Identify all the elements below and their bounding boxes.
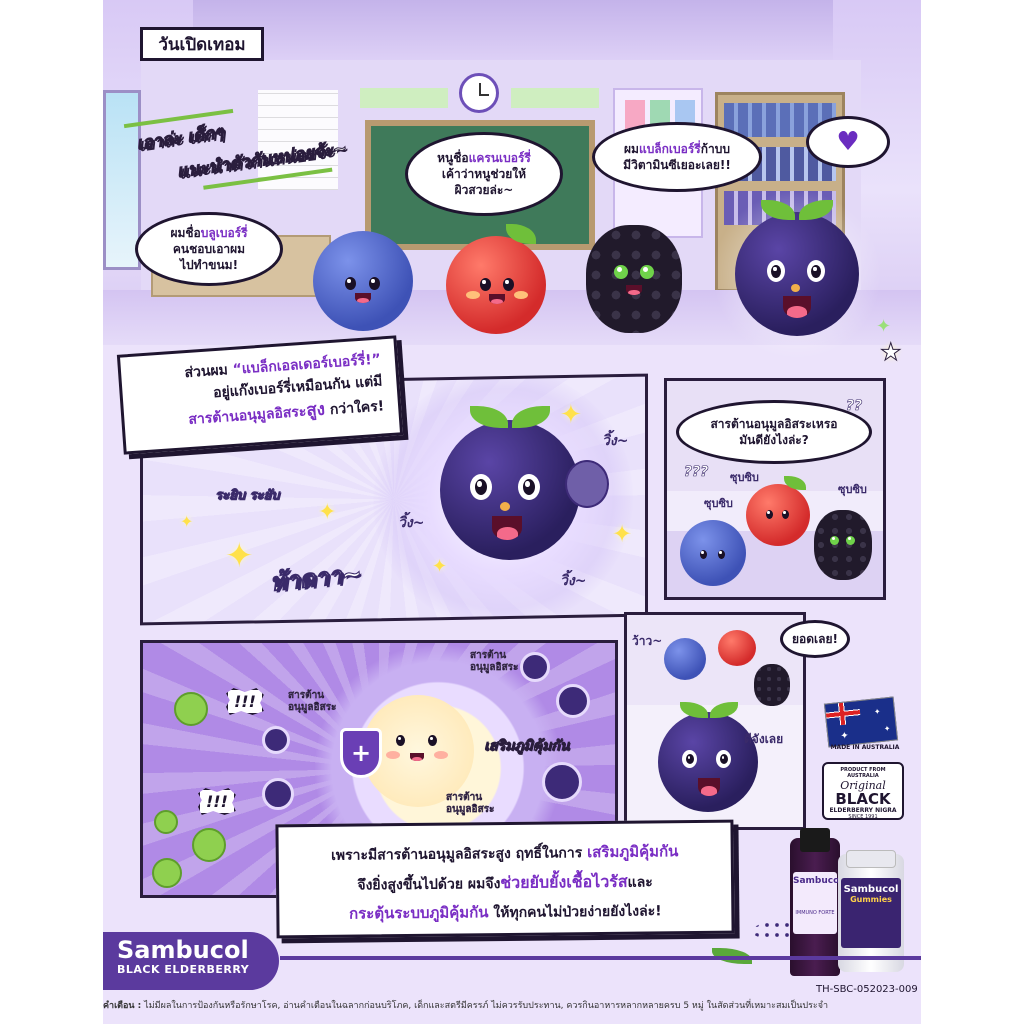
- label-antioxidant-3: สารต้าน อนุมูลอิสระ: [446, 792, 495, 815]
- syrup-bottle: Sambucol IMMUNO FORTE: [790, 828, 843, 976]
- blueberry-character: [313, 231, 413, 331]
- warning-footer: คำเตือน : ไม่มีผลในการป้องกันหรือรักษาโร…: [103, 998, 921, 1012]
- side-text: ดีจังเลย: [744, 732, 784, 746]
- label-immunity: เสริมภูมิคุ้มกัน: [484, 738, 570, 755]
- blackberry-character: [586, 225, 682, 333]
- elderberry-character: [658, 702, 758, 812]
- badge-since: SINCE 1991: [848, 814, 878, 820]
- germ-icon: [154, 810, 178, 834]
- blackberry-character: [814, 510, 872, 580]
- star-icon: ★: [880, 338, 902, 367]
- mini-elderberry-icon: [520, 652, 550, 682]
- blueberry-bubble: ผมชื่อบลูเบอร์รี่ คนชอบเอาผม ไปทำขนม!: [135, 212, 283, 286]
- brand-tagline: BLACK ELDERBERRY: [117, 963, 250, 977]
- page-title: วันเปิดเทอม: [140, 27, 264, 61]
- ceiling: [193, 0, 833, 60]
- sparkle-icon: ✦: [318, 500, 337, 525]
- badge-sub: ELDERBERRY NIGRA: [829, 807, 897, 814]
- mini-elderberry-icon: [262, 778, 294, 810]
- original-black-badge: PRODUCT FROM AUSTRALIA Original BLACK EL…: [822, 762, 904, 820]
- badge-line-1: PRODUCT FROM AUSTRALIA: [840, 767, 886, 779]
- sparkle-icon: ✦: [180, 512, 194, 531]
- window: [103, 90, 141, 270]
- cranberry-character: [446, 224, 546, 334]
- brand-stripe: [280, 956, 921, 960]
- gummies-sub: Gummies: [850, 895, 892, 904]
- badge-script: Original: [840, 779, 886, 792]
- wall-strip: [511, 88, 599, 108]
- clock-icon: [459, 73, 499, 113]
- blueberry-character: [664, 638, 706, 680]
- blueberry-character: [680, 520, 746, 586]
- germ-icon: [192, 828, 226, 862]
- whisper-2: ซุบซิบ: [704, 497, 733, 510]
- bottle-brand: Sambucol: [793, 876, 843, 886]
- question-bubble: สารต้านอนุมูลอิสระเหรอ มันดียังไงล่ะ?: [676, 400, 872, 464]
- australia-flag-icon: ✦ ✦ ✦: [823, 696, 899, 748]
- sfx-raiyub: ระยิบ ระยับ: [215, 488, 280, 504]
- elderberry-caption: ส่วนผม “แบล็กเอลเดอร์เบอร์รี่!” อยู่แก๊ง…: [116, 335, 404, 455]
- sfx-wing-1: วิ้ง~: [602, 433, 629, 449]
- heart-bubble: ♥: [806, 116, 890, 168]
- wall-chart: [258, 90, 338, 190]
- germ-icon: [174, 692, 208, 726]
- sfx-question-2: ???: [684, 464, 709, 481]
- germ-icon: [152, 858, 182, 888]
- label-antioxidant-1: สารต้าน อนุมูลอิสระ: [288, 690, 337, 713]
- wall-strip: [360, 88, 448, 108]
- mini-elderberry-icon: [556, 684, 590, 718]
- sfx-wing-2: วิ้ง~: [398, 515, 425, 531]
- sparkle-icon: ✦: [432, 556, 448, 577]
- whisper-1: ซุบซิบ: [730, 471, 759, 484]
- praise-bubble: ยอดเลย!: [780, 620, 850, 658]
- whisper-3: ซุบซิบ: [838, 483, 867, 496]
- mini-elderberry-icon: [542, 762, 582, 802]
- warning-label: คำเตือน :: [103, 1001, 142, 1011]
- elderberry-character: [735, 200, 859, 336]
- final-caption: เพราะมีสารต้านอนุมูลอิสระสูง ฤทธิ์ในการ …: [275, 819, 735, 939]
- blackberry-bubble: ผมแบล็กเบอร์รี่ก้าบบ มีวิตามินซีเยอะเลย!…: [592, 122, 762, 192]
- gummies-brand: Sambucol: [843, 884, 899, 895]
- brand-name: Sambucol: [117, 936, 249, 964]
- sparkle-icon: ✦: [876, 316, 892, 337]
- warning-text: ไม่มีผลในการป้องกันหรือรักษาโรค, อ่านคำเ…: [144, 1001, 829, 1011]
- heart-icon: ♥: [836, 127, 860, 157]
- sparkle-icon: ✦: [225, 536, 254, 576]
- elderberry-hero: [440, 406, 580, 560]
- badge-black: BLACK: [835, 790, 891, 808]
- blackberry-character: [754, 664, 790, 706]
- sfx-question-1: ??: [846, 398, 863, 415]
- cranberry-bubble: หนูชื่อแครนเบอร์รี่ เค้าว่าหนูช่วยให้ ผิ…: [405, 132, 563, 216]
- sambucol-logo: Sambucol BLACK ELDERBERRY: [103, 932, 279, 990]
- cranberry-character: [718, 630, 756, 666]
- gummies-jar: Sambucol Gummies: [838, 850, 904, 972]
- cranberry-character: [746, 476, 810, 546]
- sfx-wow: ว้าว~: [632, 634, 663, 648]
- shield-plus-icon: +: [340, 728, 382, 778]
- document-code: TH-SBC-052023-009: [816, 984, 918, 995]
- mini-elderberry-icon: [262, 726, 290, 754]
- flexing-arm: [565, 460, 609, 508]
- sfx-wing-3: วิ้ง~: [560, 573, 587, 589]
- label-antioxidant-2: สารต้าน อนุมูลอิสระ: [470, 650, 519, 673]
- sparkle-icon: ✦: [612, 520, 633, 548]
- made-in-australia: MADE IN AUSTRALIA: [830, 744, 900, 751]
- sparkle-icon: ✦: [560, 400, 582, 430]
- bottle-sub: IMMUNO FORTE: [795, 910, 835, 916]
